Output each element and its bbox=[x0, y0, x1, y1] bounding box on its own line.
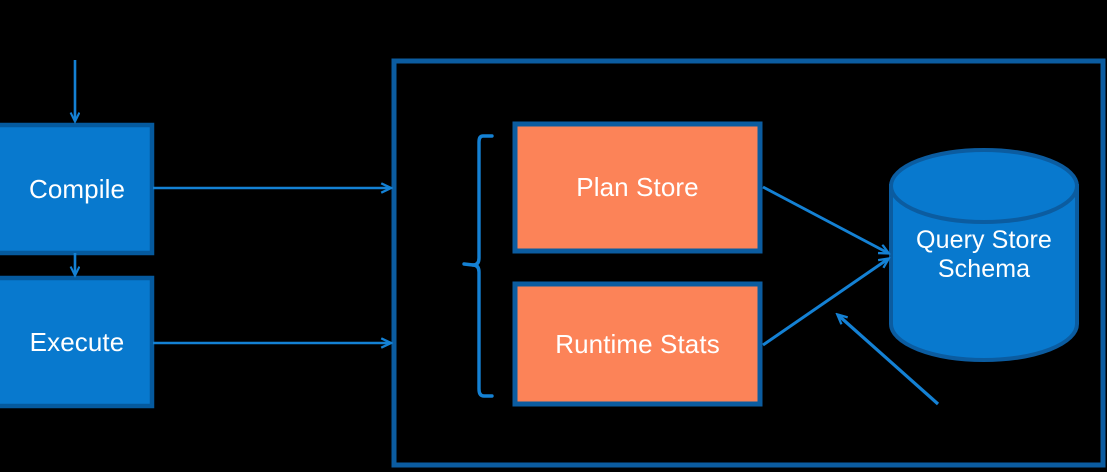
external-to-schema-arrow bbox=[838, 315, 940, 406]
query-store-container bbox=[391, 58, 1106, 468]
query-store-schema-cylinder[interactable] bbox=[889, 148, 1079, 362]
plan-store-to-schema-arrow bbox=[762, 185, 888, 253]
grouping-brace bbox=[462, 134, 494, 398]
runtime-stats-box[interactable] bbox=[512, 281, 763, 407]
execute-box[interactable] bbox=[0, 275, 155, 409]
plan-store-box[interactable] bbox=[512, 121, 763, 254]
compile-box[interactable] bbox=[0, 122, 155, 256]
runtime-stats-to-schema-arrow bbox=[762, 259, 888, 347]
